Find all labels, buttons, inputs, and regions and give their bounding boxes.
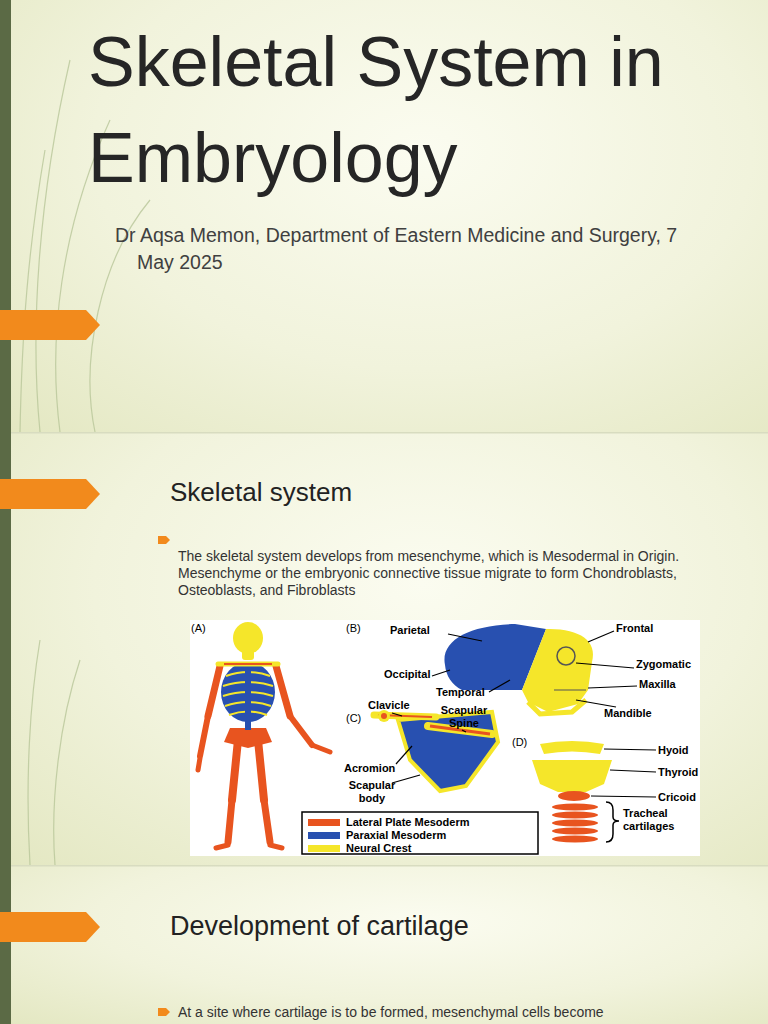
slide-heading: Development of cartilage [170, 909, 469, 943]
legend-text: Lateral Plate Mesoderm [346, 816, 470, 829]
bone-label: Mandible [604, 707, 652, 720]
bone-label: Zygomatic [636, 658, 691, 671]
bone-label: Parietal [390, 624, 430, 637]
panel-letter: (D) [512, 736, 527, 749]
legend-swatch [308, 845, 340, 852]
slide-heading: Skeletal system [170, 476, 352, 508]
bone-label: Clavicle [368, 699, 410, 712]
bone-label: Occipital [384, 668, 430, 681]
cartilage-label: Tracheal cartilages [623, 807, 683, 833]
bone-label: Frontal [616, 622, 653, 635]
slide-subtitle: Dr Aqsa Memon, Department of Eastern Med… [115, 222, 697, 276]
panel-letter: (C) [346, 712, 361, 725]
bone-label: Scapular Spine [432, 704, 496, 730]
legend-text: Neural Crest [346, 842, 411, 855]
bone-label: Maxilla [639, 678, 676, 691]
panel-letter: (B) [346, 622, 361, 635]
cartilage-label: Cricoid [658, 791, 696, 804]
bullet-text: The skeletal system develops from mesenc… [178, 548, 718, 599]
bone-label: Scapular body [345, 779, 399, 805]
cartilage-label: Hyoid [658, 744, 689, 757]
bone-label: Acromion [344, 762, 395, 775]
slide-background [0, 866, 768, 1024]
bullet-text: At a site where cartilage is to be forme… [178, 1004, 738, 1021]
legend-text: Paraxial Mesoderm [346, 829, 446, 842]
legend-swatch [308, 832, 340, 839]
cartilage-label: Thyroid [658, 766, 698, 779]
panel-letter: (A) [191, 622, 206, 635]
legend-swatch [308, 819, 340, 826]
bone-label: Temporal [436, 686, 485, 699]
slide-title: Skeletal System in Embryology [88, 14, 768, 206]
